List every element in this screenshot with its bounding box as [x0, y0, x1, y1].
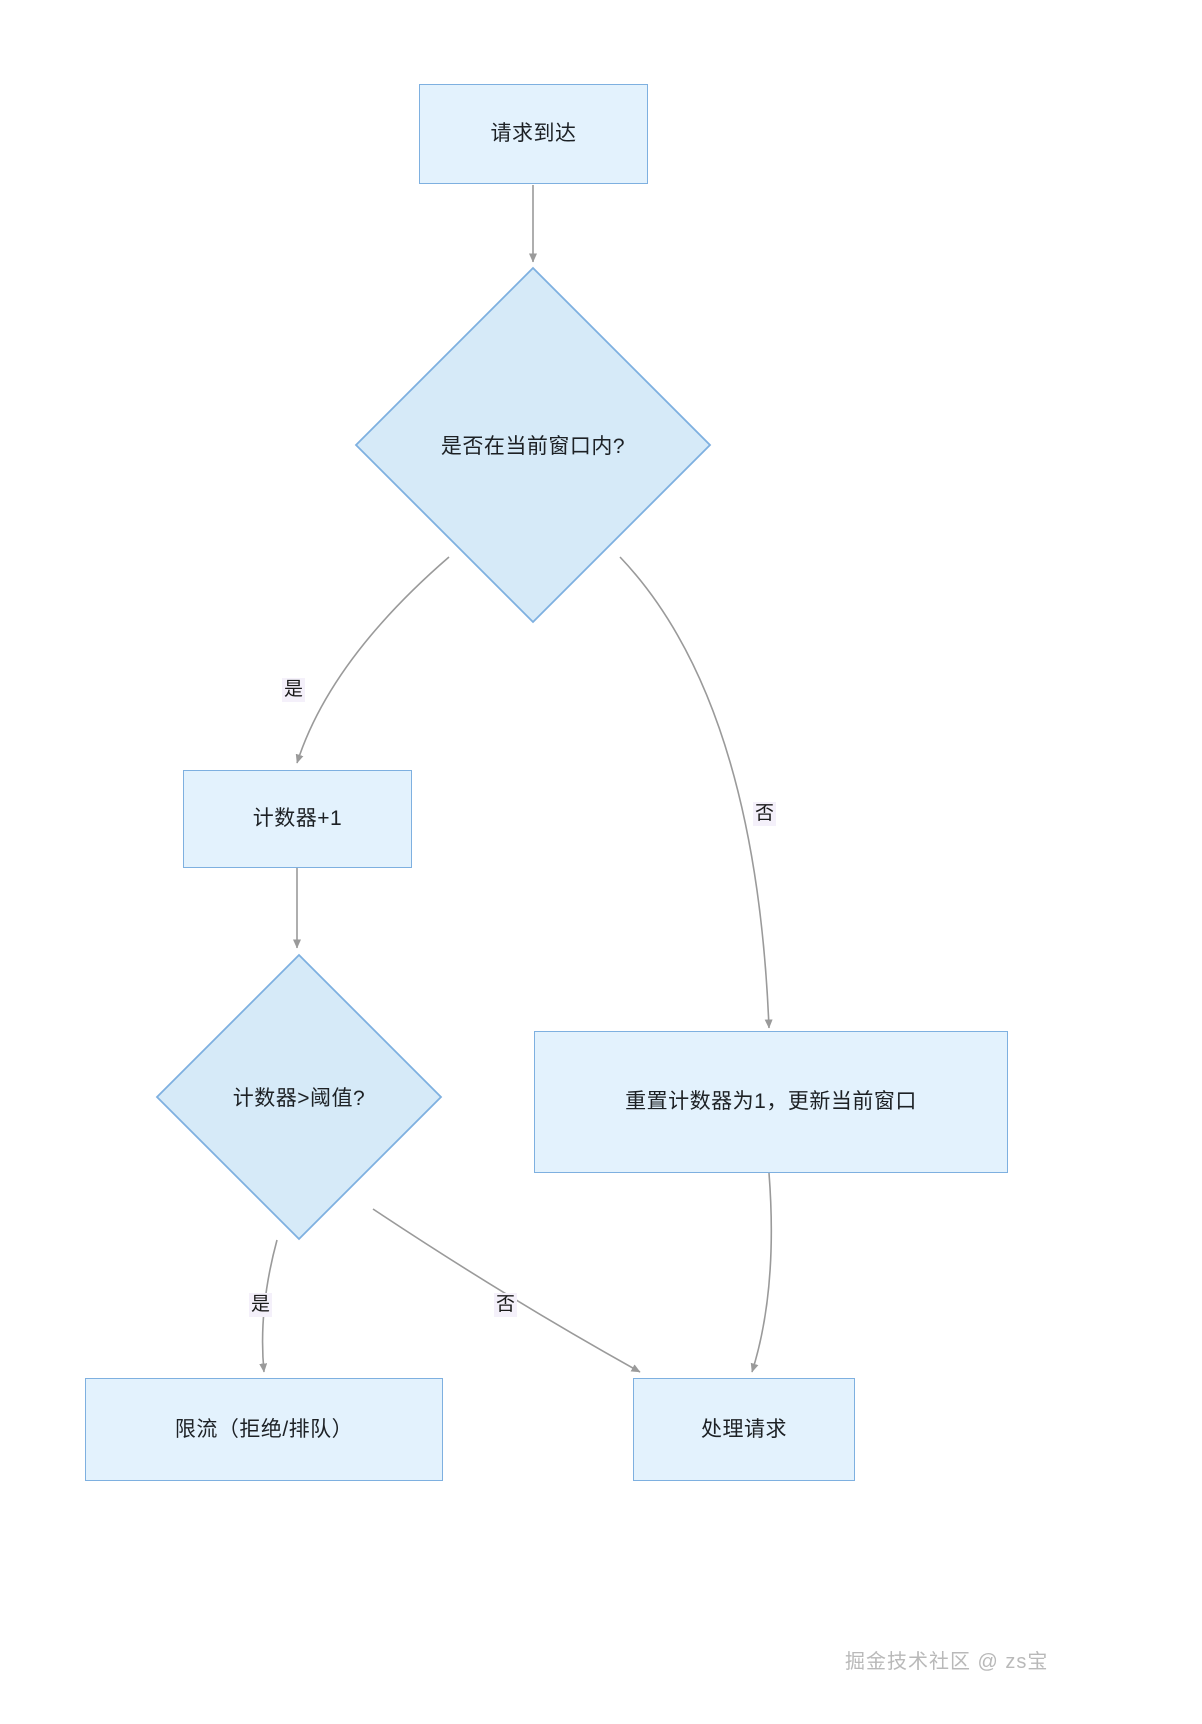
- node-increment-counter[interactable]: 计数器+1: [183, 770, 412, 868]
- edge-reset-to-process: [750, 1172, 773, 1373]
- node-process-request[interactable]: 处理请求: [633, 1378, 855, 1481]
- diamond-shape-1: [354, 266, 712, 624]
- node-reset-counter[interactable]: 重置计数器为1，更新当前窗口: [534, 1031, 1008, 1173]
- node-rate-limit[interactable]: 限流（拒绝/排队）: [85, 1378, 443, 1481]
- node-start[interactable]: 请求到达: [419, 84, 648, 184]
- edge-label-yes-in-window: 是: [282, 678, 306, 702]
- node-process-request-label: 处理请求: [701, 1417, 787, 1441]
- edge-label-no-in-window: 否: [753, 802, 777, 826]
- node-start-label: 请求到达: [490, 122, 577, 146]
- diamond-shape-2: [155, 953, 443, 1241]
- edge-label-yes-over-threshold: 是: [249, 1293, 273, 1317]
- node-decision-in-window-label: 是否在当前窗口内?: [440, 435, 626, 458]
- node-rate-limit-label: 限流（拒绝/排队）: [174, 1417, 354, 1441]
- watermark: 掘金技术社区 @ zs宝: [845, 1651, 1049, 1673]
- edge-decision1-to-reset: [619, 556, 773, 1029]
- node-decision-over-threshold-label: 计数器>阈值?: [232, 1087, 366, 1110]
- node-decision-over-threshold[interactable]: 计数器>阈值?: [155, 953, 443, 1241]
- node-decision-in-window[interactable]: 是否在当前窗口内?: [354, 266, 712, 624]
- node-reset-counter-label: 重置计数器为1，更新当前窗口: [625, 1090, 917, 1114]
- node-increment-counter-label: 计数器+1: [252, 807, 343, 831]
- edge-label-no-over-threshold: 否: [494, 1293, 518, 1317]
